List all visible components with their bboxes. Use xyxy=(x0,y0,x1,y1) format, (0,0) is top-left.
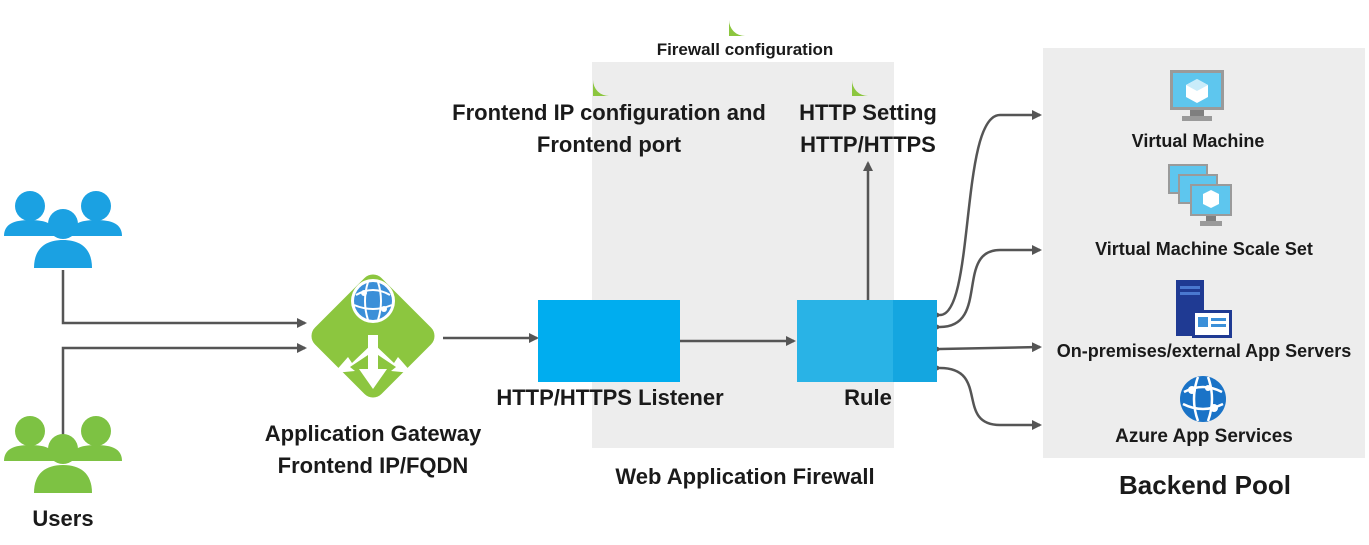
frontend-ip-label-line1: Frontend IP configuration and xyxy=(452,100,766,125)
http-listener-box[interactable] xyxy=(538,300,680,382)
rule-box-divider xyxy=(893,300,937,382)
application-gateway-icon xyxy=(311,274,435,398)
users-icon xyxy=(4,191,122,268)
pin-icon xyxy=(852,64,884,96)
app-services-label: Azure App Services xyxy=(1115,426,1293,447)
http-setting-label-line2: HTTP/HTTPS xyxy=(800,132,936,157)
pin-icon xyxy=(729,4,761,36)
waf-panel xyxy=(592,62,894,448)
backend-pool-label: Backend Pool xyxy=(1119,470,1291,500)
users-top-connector xyxy=(61,270,307,328)
frontend-ip-label-line2: Frontend port xyxy=(536,132,682,157)
rule-to-onprem-arrow xyxy=(931,342,1042,355)
firewall-configuration-label: Firewall configuration xyxy=(656,40,834,59)
rule-to-appservices-arrow xyxy=(931,362,1042,430)
vmss-label: Virtual Machine Scale Set xyxy=(1095,239,1313,259)
http-setting-label-line1: HTTP Setting xyxy=(799,100,937,125)
vm-scale-set-icon xyxy=(1168,164,1232,226)
users-bottom-connector xyxy=(61,343,307,440)
virtual-machine-icon xyxy=(1170,70,1224,121)
pin-icon xyxy=(593,64,625,96)
onprem-label: On-premises/external App Servers xyxy=(1056,341,1352,361)
vm-label: Virtual Machine xyxy=(1131,131,1265,151)
listener-label: HTTP/HTTPS Listener xyxy=(496,385,724,410)
app-gateway-label-line1: Application Gateway xyxy=(264,421,482,446)
users-label: Users xyxy=(32,506,94,531)
waf-label: Web Application Firewall xyxy=(615,464,875,489)
rule-to-vm-arrow xyxy=(931,110,1042,321)
app-gateway-label-line2: Frontend IP/FQDN xyxy=(277,453,469,478)
server-icon xyxy=(1176,280,1232,338)
app-services-icon xyxy=(1180,376,1226,422)
users-icon xyxy=(4,416,122,493)
rule-to-vmss-arrow xyxy=(931,245,1042,333)
rule-label: Rule xyxy=(844,385,892,410)
